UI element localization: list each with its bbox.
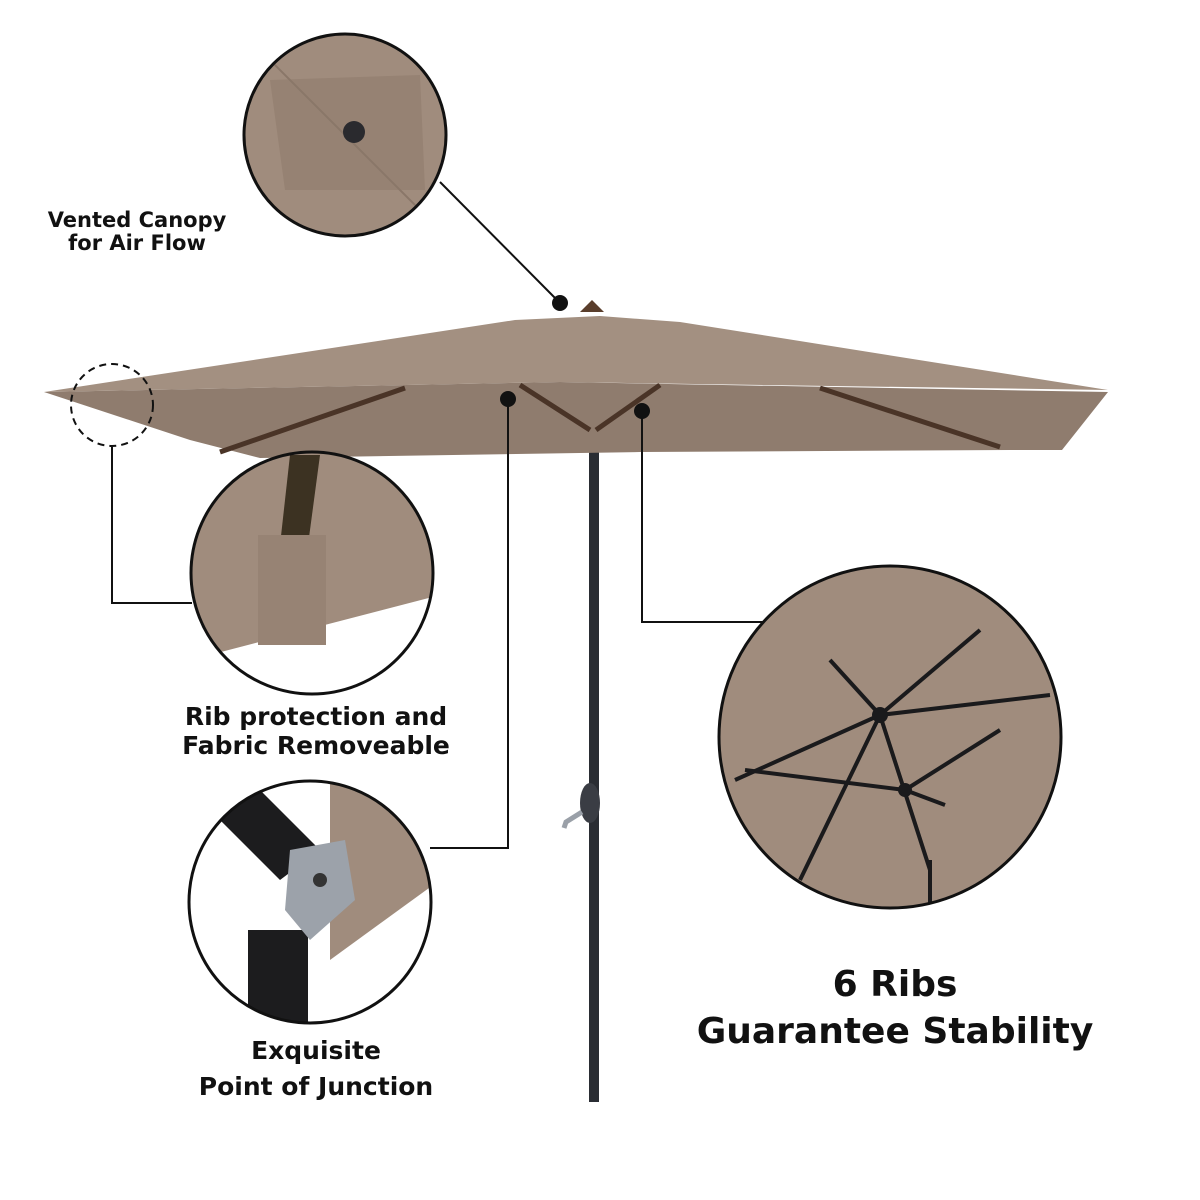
umbrella-pole [589,430,599,1102]
caption-line: Exquisite [251,1036,381,1065]
rib-protection-caption: Rib protection and Fabric Removeable [136,702,496,761]
caption-line: Fabric Removeable [182,730,450,760]
caption-line: Guarantee Stability [696,1010,1094,1052]
caption-line: Point of Junction [198,1072,434,1102]
canopy-top [44,316,1108,392]
caption-line: Vented Canopy [47,208,227,232]
callout-dot [634,403,650,419]
six-ribs-caption: 6 Ribs Guarantee Stability [680,962,1110,1056]
junction-caption: Exquisite Point of Junction [136,1033,496,1106]
caption-line: for Air Flow [68,231,206,256]
junction-detail-circle [187,779,433,1025]
vent-detail-circle [242,32,448,238]
caption-line: 6 Ribs [832,964,958,1005]
caption-line: Rib protection and [184,702,448,731]
ribs-detail-circle [717,564,1063,910]
canopy-finial [580,300,604,312]
dashed-highlight-circle [70,363,154,447]
canopy-ribs [219,382,1001,455]
crank-handle [561,783,600,829]
callout-dot [500,391,516,407]
rib-detail-circle [189,450,435,696]
vented-canopy-caption: Vented Canopy for Air Flow [37,208,237,256]
callout-lines [111,181,775,849]
callout-dot [552,295,568,311]
